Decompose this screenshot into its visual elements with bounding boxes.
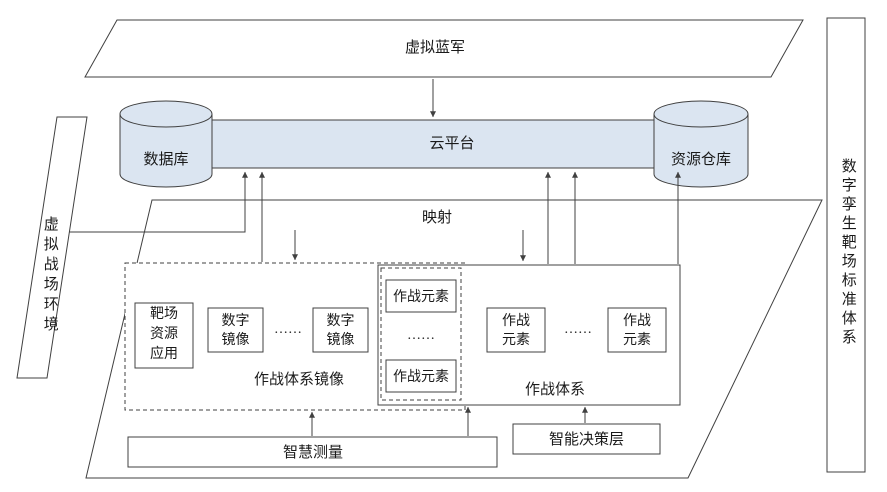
mirror-ellipsis: …… — [274, 322, 302, 337]
digital-mirror-1-line2: 镜像 — [221, 333, 250, 348]
column-ellipsis: …… — [407, 328, 435, 343]
virtual-battlefield-parallelogram — [16, 116, 88, 379]
virtual-battlefield-label: 虚拟战场环境 — [41, 216, 58, 336]
combat-element-right-label: 作战 元素 — [609, 312, 665, 350]
database-label: 数据库 — [143, 152, 189, 168]
smart-measurement-box — [127, 436, 498, 468]
smart-measurement-label: 智慧测量 — [282, 445, 343, 461]
cloud-platform-label: 云平台 — [429, 136, 475, 152]
blue-army-parallelogram — [84, 19, 804, 78]
mirror-group-caption: 作战体系镜像 — [253, 372, 344, 388]
system-group-caption: 作战体系 — [524, 382, 585, 398]
digital-mirror-2-label: 数字 镜像 — [314, 312, 367, 350]
database-cylinder-top — [119, 100, 213, 128]
warehouse-cylinder-top — [653, 100, 749, 128]
combat-element-top-label: 作战元素 — [393, 290, 449, 305]
digital-mirror-1-line1: 数字 — [221, 314, 250, 329]
combat-element-bottom-label: 作战元素 — [393, 370, 449, 385]
range-app-line3: 应用 — [150, 347, 178, 362]
standard-system-label: 数字孪生靶场标准体系 — [839, 158, 856, 348]
digital-mirror-box-1 — [207, 307, 264, 353]
arrow-battlefield-to-cloud — [69, 171, 248, 233]
shared-elements-dashed-column — [380, 267, 462, 401]
warehouse-label: 资源仓库 — [670, 152, 731, 168]
digital-mirror-box-2 — [312, 307, 369, 353]
digital-mirror-2-line2: 镜像 — [326, 333, 355, 348]
blue-army-label: 虚拟蓝军 — [404, 40, 465, 56]
combat-element-mid-line2: 元素 — [502, 333, 530, 348]
combat-element-box-top — [385, 279, 457, 313]
right-standard-band-shape — [826, 17, 866, 473]
row-ellipsis: …… — [564, 322, 592, 337]
combat-element-mid-line1: 作战 — [502, 314, 530, 329]
combat-element-right-line1: 作战 — [623, 314, 651, 329]
warehouse-cylinder — [653, 100, 749, 188]
range-resource-app-box — [134, 302, 194, 369]
digital-mirror-2-line1: 数字 — [326, 314, 355, 329]
combat-element-right-line2: 元素 — [623, 333, 651, 348]
combat-element-box-bottom — [385, 359, 457, 393]
combat-element-mid-label: 作战 元素 — [488, 312, 544, 350]
range-app-line2: 资源 — [150, 327, 178, 342]
digital-mirror-1-label: 数字 镜像 — [209, 312, 262, 350]
database-cylinder — [119, 100, 213, 188]
combat-element-box-right — [607, 307, 667, 353]
combat-element-box-mid — [486, 307, 546, 353]
cloud-platform-bar — [165, 119, 702, 169]
intelligent-decision-label: 智能决策层 — [548, 432, 624, 448]
range-resource-app-label: 靶场 资源 应用 — [137, 305, 191, 365]
intelligent-decision-box — [512, 423, 661, 455]
range-app-line1: 靶场 — [150, 307, 178, 322]
mapping-label: 映射 — [421, 210, 452, 226]
